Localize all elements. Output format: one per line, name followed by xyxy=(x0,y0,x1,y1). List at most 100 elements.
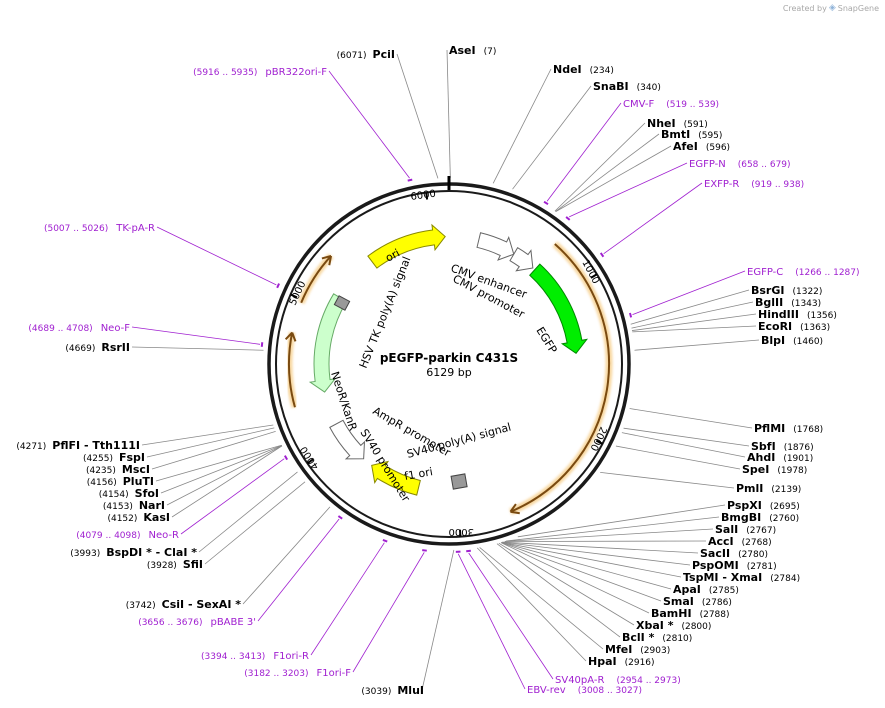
site-hpai[interactable]: HpaI (2916) xyxy=(588,655,655,668)
site-position: (340) xyxy=(637,83,661,93)
site-snabi[interactable]: SnaBI(340) xyxy=(593,80,661,93)
leader-pluti xyxy=(155,444,282,482)
site-bmgbi[interactable]: BmgBI(2760) xyxy=(721,511,799,524)
site-name: BmtI xyxy=(661,128,690,141)
site-ahdi[interactable]: AhdI(1901) xyxy=(747,451,813,464)
primer-egfp-n[interactable]: EGFP-N(658 .. 679) xyxy=(689,159,791,170)
site-pspomi[interactable]: PspOMI(2781) xyxy=(692,559,777,572)
leader-ebv-rev xyxy=(457,553,526,690)
site-asei[interactable]: AseI(7) xyxy=(449,44,496,57)
leader-nari xyxy=(166,445,283,506)
site-rsrii[interactable]: RsrII(4669) xyxy=(65,341,130,354)
site-labels: AseI(7) PciI(6071) NdeI(234) SnaBI(340) NheI… xyxy=(16,44,859,697)
primer-sv40pa-r[interactable]: SV40pA-R(2954 .. 2973) xyxy=(555,675,681,686)
site-tspmi-xmai[interactable]: TspMI - XmaI(2784) xyxy=(683,571,800,584)
primer-neo-r[interactable]: Neo-R(4079 .. 4098) xyxy=(76,530,179,541)
site-name: MscI xyxy=(122,463,150,476)
primer-range: (3656 .. 3676) xyxy=(138,618,202,628)
primer-pbr322ori-f[interactable]: pBR322ori-F(5916 .. 5935) xyxy=(193,67,327,78)
leader-spei xyxy=(615,445,741,470)
site-sbfi[interactable]: SbfI(1876) xyxy=(751,440,814,453)
site-position: (3039) xyxy=(361,687,391,697)
leader-sali xyxy=(504,528,714,542)
site-mlui[interactable]: MluI(3039) xyxy=(361,684,424,697)
leader-egfp-c xyxy=(632,270,746,316)
primer-mark-f1ori-f xyxy=(422,549,427,552)
primer-range: (3182 .. 3203) xyxy=(244,669,308,679)
site-nhei[interactable]: NheI(591) xyxy=(647,117,708,130)
site-sacii[interactable]: SacII(2780) xyxy=(700,547,768,560)
site-sali[interactable]: SalI(2767) xyxy=(715,523,776,536)
site-name: PspXI xyxy=(727,499,762,512)
site-spei[interactable]: SpeI(1978) xyxy=(742,463,807,476)
site-fspi[interactable]: FspI(4255) xyxy=(83,451,145,464)
primer-cmv-f[interactable]: CMV-F(519 .. 539) xyxy=(623,99,719,110)
primer-mark-neo-r xyxy=(283,455,289,461)
leader-sfoi xyxy=(160,445,282,494)
site-bamhi[interactable]: BamHI(2788) xyxy=(651,607,730,620)
leader-bmti xyxy=(555,133,660,212)
leader-rsrii xyxy=(131,346,264,351)
primer-range: (5916 .. 5935) xyxy=(193,68,257,78)
primer-f1ori-f[interactable]: F1ori-F(3182 .. 3203) xyxy=(244,668,351,679)
site-csii-sexai[interactable]: CsiI - SexAI *(3742) xyxy=(126,598,242,611)
site-position: (4235) xyxy=(86,466,116,476)
leader-lines xyxy=(131,49,760,691)
site-bsrgi[interactable]: BsrGI(1322) xyxy=(751,284,822,297)
primer-tk-pa-r[interactable]: TK-pA-R(5007 .. 5026) xyxy=(44,223,155,234)
site-name: SfiI xyxy=(183,558,203,571)
site-name: BclI * xyxy=(622,631,655,644)
site-smai[interactable]: SmaI(2786) xyxy=(663,595,732,608)
primer-egfp-c[interactable]: EGFP-C (1266 .. 1287) xyxy=(747,267,860,278)
site-bmti[interactable]: BmtI(595) xyxy=(661,128,722,141)
primer-f1ori-r[interactable]: F1ori-R(3394 .. 3413) xyxy=(201,651,309,662)
site-hindiii[interactable]: HindIII(1356) xyxy=(758,308,837,321)
site-apai[interactable]: ApaI(2785) xyxy=(673,583,739,596)
site-kasi[interactable]: KasI(4152) xyxy=(107,511,170,524)
site-pluti[interactable]: PluTI(4156) xyxy=(87,475,154,488)
site-ndei[interactable]: NdeI(234) xyxy=(553,63,614,76)
site-pspxi[interactable]: PspXI(2695) xyxy=(727,499,800,512)
site-msci[interactable]: MscI (4235) xyxy=(86,463,150,476)
site-sfii[interactable]: SfiI(3928) xyxy=(147,558,203,571)
site-pflmi[interactable]: PflMI(1768) xyxy=(754,422,823,435)
tick-6000 xyxy=(425,192,429,200)
site-pflfi-tth111i[interactable]: PflFI - Tth111I(4271) xyxy=(16,439,140,452)
site-mfei[interactable]: MfeI(2903) xyxy=(605,643,670,656)
site-bcli[interactable]: BclI *(2810) xyxy=(622,631,692,644)
site-xbai[interactable]: XbaI *(2800) xyxy=(636,619,711,632)
site-pcii[interactable]: PciI(6071) xyxy=(337,48,395,61)
site-name: RsrII xyxy=(101,341,130,354)
tick-2000 xyxy=(595,439,603,445)
site-ecori[interactable]: EcoRI(1363) xyxy=(758,320,830,333)
site-name: NheI xyxy=(647,117,676,130)
site-acci[interactable]: AccI(2768) xyxy=(708,535,772,548)
primer-name: CMV-F xyxy=(623,99,654,110)
site-name: PspOMI xyxy=(692,559,739,572)
site-position: (1322) xyxy=(792,287,822,297)
site-position: (2768) xyxy=(742,538,772,548)
plasmid-name: pEGFP-parkin C431S xyxy=(380,351,518,365)
site-pmli[interactable]: PmlI(2139) xyxy=(736,482,801,495)
site-sfoi[interactable]: SfoI(4154) xyxy=(99,487,159,500)
site-blpi[interactable]: BlpI(1460) xyxy=(761,334,823,347)
leader-msci xyxy=(151,431,276,470)
primer-ebv-rev[interactable]: EBV-rev(3008 .. 3027) xyxy=(527,685,642,696)
primer-pbabe-3[interactable]: pBABE 3'(3656 .. 3676) xyxy=(138,617,256,628)
site-bglii[interactable]: BglII(1343) xyxy=(755,296,821,309)
orf-parkin xyxy=(509,241,613,515)
site-name: HpaI xyxy=(588,655,617,668)
site-afei[interactable]: AfeI(596) xyxy=(673,140,730,153)
primer-neo-f[interactable]: Neo-F(4689 .. 4708) xyxy=(28,323,130,334)
primer-exfp-r[interactable]: EXFP-R(919 .. 938) xyxy=(704,179,804,190)
site-name: MfeI xyxy=(605,643,632,656)
leader-bsrgi xyxy=(630,289,750,325)
feature-label-f1-ori: f1 ori xyxy=(403,465,434,483)
primer-range: (1266 .. 1287) xyxy=(795,268,859,278)
primer-name: EGFP-C xyxy=(747,267,783,278)
leader-blpi xyxy=(634,339,760,351)
site-position: (2916) xyxy=(625,658,655,668)
primer-range: (658 .. 679) xyxy=(738,160,791,170)
site-bspdi-clai[interactable]: BspDI * - ClaI *(3993) xyxy=(70,546,197,559)
site-nari[interactable]: NarI(4153) xyxy=(103,499,165,512)
